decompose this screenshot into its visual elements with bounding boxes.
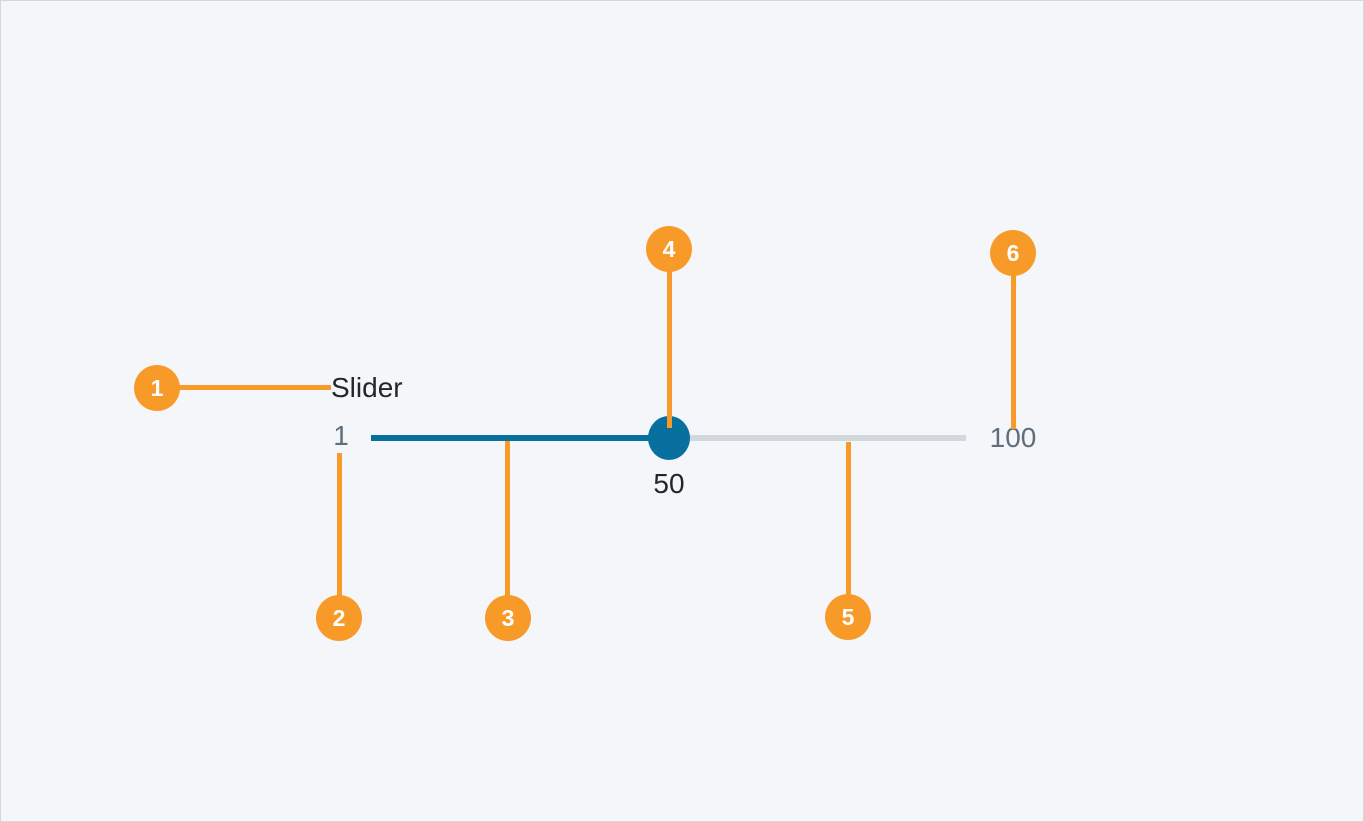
callout-1-leader-line (173, 385, 331, 390)
callout-3-leader-line (505, 441, 510, 600)
callout-5-leader-line (846, 442, 851, 599)
callout-2-leader-line (337, 453, 342, 600)
callout-4-badge: 4 (646, 226, 692, 272)
callout-3-badge: 3 (485, 595, 531, 641)
callout-4-leader-line (667, 269, 672, 428)
callout-1-badge: 1 (134, 365, 180, 411)
slider-track-filled[interactable] (371, 435, 669, 441)
slider-label: Slider (331, 372, 403, 403)
callout-5-badge: 5 (825, 594, 871, 640)
callout-6-badge: 6 (990, 230, 1036, 276)
slider-value-label: 50 (653, 468, 685, 499)
callout-6-leader-line (1011, 273, 1016, 429)
slider-min-label: 1 (333, 420, 349, 451)
callout-2-badge: 2 (316, 595, 362, 641)
